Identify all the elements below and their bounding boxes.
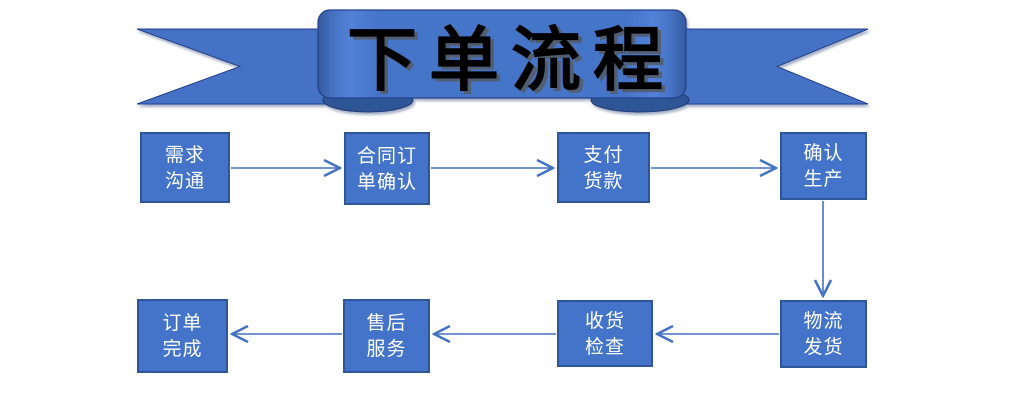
- flow-arrows: [231, 168, 823, 334]
- step-label-line2: 检查: [584, 335, 625, 358]
- step-box-order-complete: 订单 完成: [137, 299, 228, 373]
- ribbon-center-panel: [317, 9, 687, 99]
- banner-title-shadow: 下单流程: [351, 22, 679, 104]
- step-label-line1: 支付: [583, 143, 624, 166]
- step-box-after-sales-service: 售后 服务: [343, 299, 430, 373]
- step-box-payment: 支付 货款: [557, 132, 650, 203]
- step-label-line1: 收货: [584, 309, 625, 332]
- step-label-line1: 确认: [803, 142, 844, 164]
- step-label-line2: 沟通: [164, 169, 205, 192]
- step-label-line1: 物流: [803, 310, 844, 332]
- step-label-line1: 需求: [164, 143, 205, 166]
- step-label-line2: 服务: [366, 338, 407, 360]
- step-box-logistics-shipping: 物流 发货: [780, 300, 867, 368]
- step-label-line1: 售后: [366, 312, 407, 334]
- step-label-line2: 货款: [583, 169, 624, 192]
- step-box-demand-communication: 需求 沟通: [140, 132, 230, 203]
- step-box-contract-order-confirmation: 合同订 单确认: [344, 132, 430, 205]
- step-box-receiving-inspection: 收货 检查: [557, 300, 653, 367]
- banner-title: 下单流程: [347, 19, 675, 101]
- ribbon-banner: 下单流程 下单流程: [136, 9, 869, 113]
- step-label-line2: 发货: [803, 336, 844, 358]
- step-label-line2: 完成: [162, 338, 203, 360]
- step-label-line2: 生产: [803, 168, 844, 190]
- step-box-confirm-production: 确认 生产: [780, 132, 867, 200]
- step-label-line1: 订单: [162, 312, 203, 334]
- step-label-line1: 合同订: [356, 144, 417, 167]
- step-label-line2: 单确认: [356, 170, 417, 193]
